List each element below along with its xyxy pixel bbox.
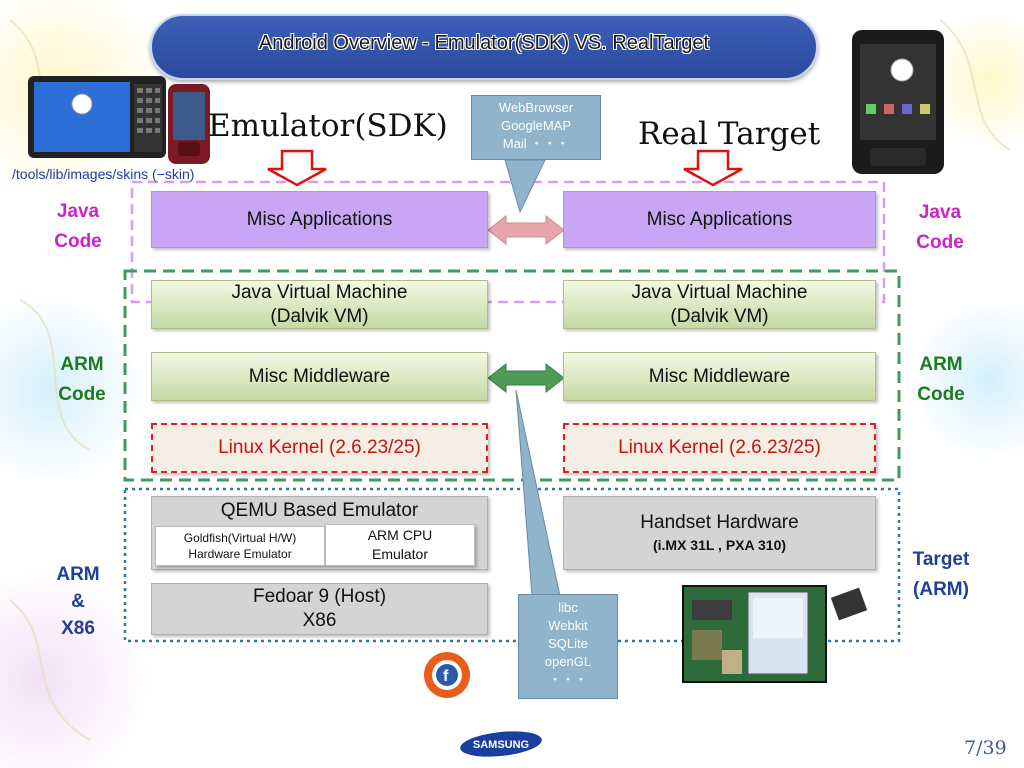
box-label: Misc Applications	[246, 208, 393, 230]
fedora-logo-icon: f	[424, 652, 470, 698]
label-line: Code	[58, 384, 106, 405]
box-label: Linux Kernel (2.6.23/25)	[618, 437, 821, 458]
label-line: (ARM)	[913, 579, 969, 600]
arm-x86-label: ARM & X86	[46, 561, 110, 642]
middleware-left: Misc Middleware	[151, 352, 488, 401]
box-label: Java Virtual Machine	[631, 281, 808, 303]
java-code-label-left: Java Code	[48, 197, 108, 257]
kernel-left: Linux Kernel (2.6.23/25)	[151, 423, 488, 473]
emulator-heading: Emulator(SDK)	[208, 108, 448, 144]
handset-hardware-box: Handset Hardware (i.MX 31L , PXA 310)	[563, 496, 876, 570]
callout-item: WebBrowser	[498, 100, 574, 115]
real-target-heading: Real Target	[638, 116, 821, 152]
box-label: Java Virtual Machine	[231, 281, 408, 303]
label-line: ARM	[56, 564, 100, 585]
box-label: X86	[302, 610, 337, 631]
arm-code-label-left: ARM Code	[48, 350, 116, 410]
real-target-phone-icon	[852, 30, 944, 174]
label-line: Java	[56, 201, 100, 222]
box-label: Fedoar 9 (Host)	[252, 586, 387, 607]
box-label: ARM CPU	[367, 527, 433, 543]
samsung-logo-text: SAMSUNG	[473, 739, 529, 751]
goldfish-box: Goldfish(Virtual H/W) Hardware Emulator	[155, 526, 325, 566]
label-line: Target	[912, 549, 970, 570]
label-line: ARM	[60, 354, 104, 375]
box-label: Misc Middleware	[648, 365, 791, 387]
callout-item: ・・・	[548, 672, 588, 687]
top-callout-tail	[504, 159, 546, 214]
target-arm-label: Target (ARM)	[904, 545, 978, 605]
misc-applications-left: Misc Applications	[151, 191, 488, 248]
box-label: Goldfish(Virtual H/W)	[183, 531, 297, 545]
bottom-callout-tail	[515, 389, 561, 597]
top-callout: WebBrowser GoogleMAP Mail ・・・	[471, 95, 601, 160]
double-arrow-middleware-icon	[487, 362, 565, 394]
middleware-right: Misc Middleware	[563, 352, 876, 401]
label-line: Code	[917, 384, 965, 405]
svg-text:f: f	[443, 668, 449, 685]
callout-item: libc	[558, 600, 578, 615]
label-line: Code	[916, 232, 964, 253]
slide-title: Android Overview - Emulator(SDK) VS. Rea…	[258, 31, 710, 54]
box-label: Emulator	[371, 546, 429, 562]
board-photo-icon	[682, 585, 868, 683]
page-number: 7/39	[964, 737, 1007, 759]
box-label: Hardware Emulator	[188, 547, 292, 561]
box-label: Linux Kernel (2.6.23/25)	[218, 437, 421, 458]
kernel-right: Linux Kernel (2.6.23/25)	[563, 423, 876, 473]
hardware-region	[123, 487, 901, 643]
callout-item: openGL	[544, 654, 592, 669]
bottom-callout: libc Webkit SQLite openGL ・・・	[518, 594, 618, 699]
callout-item: GoogleMAP	[500, 118, 572, 133]
title-banner: Android Overview - Emulator(SDK) VS. Rea…	[150, 14, 818, 80]
arm-code-region	[123, 269, 901, 482]
label-line: Java	[918, 202, 962, 223]
label-line: ARM	[919, 354, 963, 375]
callout-item: Mail ・・・	[502, 136, 570, 151]
double-arrow-apps-icon	[487, 214, 565, 246]
callout-item: SQLite	[548, 636, 588, 651]
box-label: Handset Hardware	[640, 512, 799, 533]
box-label: Misc Middleware	[248, 365, 391, 387]
arm-cpu-emulator-box: ARM CPU Emulator	[325, 524, 475, 566]
tablet-device-icon	[28, 76, 166, 158]
label-line: X86	[61, 618, 95, 639]
callout-item: Webkit	[548, 618, 588, 633]
down-arrow-right-icon	[683, 149, 743, 187]
box-sublabel: (i.MX 31L , PXA 310)	[652, 537, 787, 553]
fedora-host-box: Fedoar 9 (Host) X86	[151, 583, 488, 635]
box-label: Misc Applications	[646, 208, 793, 230]
jvm-left: Java Virtual Machine (Dalvik VM)	[151, 280, 488, 329]
emulator-phone-icon	[168, 84, 210, 164]
label-line: Code	[54, 231, 102, 252]
samsung-logo: SAMSUNG	[460, 731, 542, 757]
java-code-region	[130, 180, 886, 304]
down-arrow-left-icon	[267, 149, 327, 187]
box-label: QEMU Based Emulator	[220, 500, 419, 521]
jvm-right: Java Virtual Machine (Dalvik VM)	[563, 280, 876, 329]
java-code-label-right: Java Code	[910, 198, 970, 258]
box-label: (Dalvik VM)	[670, 305, 769, 327]
box-label: (Dalvik VM)	[270, 305, 369, 327]
misc-applications-right: Misc Applications	[563, 191, 876, 248]
skins-path-label: /tools/lib/images/skins (−skin)	[12, 166, 195, 182]
arm-code-label-right: ARM Code	[907, 350, 975, 410]
label-line: &	[71, 591, 85, 612]
